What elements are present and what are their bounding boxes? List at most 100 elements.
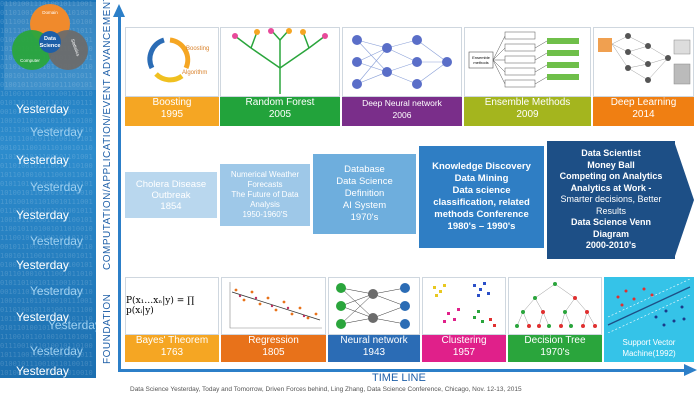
yesterday-label: Yesterday (16, 364, 69, 378)
tile-year: 2014 (632, 109, 655, 120)
binary-texture: 0110100111010010111001011010010110010110… (0, 0, 93, 377)
history-step-cholera: Cholera Disease Outbreak 1854 (125, 172, 217, 218)
ensemble-diagram-icon: Ensemble methods (468, 31, 579, 88)
tile-year: 1805 (262, 347, 285, 358)
yesterday-label: Yesterday (16, 208, 69, 222)
left-decorative-panel: 0110100111010010111001011010010110010110… (0, 0, 96, 378)
yesterday-label: Yesterday (30, 284, 83, 298)
tile-year: 1995 (160, 109, 184, 120)
tile-title: Deep Learning (610, 97, 677, 108)
yesterday-label: Yesterday (48, 318, 96, 332)
neural-network-icon (336, 283, 410, 329)
tile-title: Random Forest (245, 97, 315, 108)
bottom-tile-support-vector-machine: Support Vector Machine(1992) (604, 277, 694, 362)
tile-title: Bayes' Theorem (135, 335, 209, 346)
tile-title: Ensemble Methods (484, 97, 571, 108)
yesterday-label: Yesterday (16, 102, 69, 116)
neural-net-icon (352, 35, 452, 89)
tile-illustration (422, 277, 506, 335)
venn-center (39, 31, 61, 53)
yesterday-label: Yesterday (30, 234, 83, 248)
tile-year: 1970's (540, 347, 570, 358)
bottom-tile-neural-network: Neural network 1943 (328, 277, 420, 362)
tile-title: Support Vector (622, 338, 676, 347)
y-axis-line (118, 16, 121, 372)
tile-caption-band: Boosting 1995 (125, 97, 219, 126)
venn-label-domain: Domain (42, 10, 58, 15)
tile-caption-band: Clustering 1957 (422, 335, 506, 362)
tile-caption-band: Bayes' Theorem 1763 (125, 335, 219, 362)
yesterday-label: Yesterday (16, 258, 69, 272)
tile-illustration: Boosting Algorithm (125, 27, 219, 97)
bottom-tile-clustering: Clustering 1957 (422, 277, 506, 362)
top-tile-boosting: Boosting Algorithm Boosting 1995 (125, 27, 219, 126)
svg-text:Boosting: Boosting (186, 46, 209, 52)
history-step-weather-forecasts: Numerical Weather Forecasts The Future o… (220, 164, 310, 226)
tile-title: Regression (248, 335, 299, 346)
x-axis-arrowhead (684, 364, 697, 376)
svg-text:Ensemble: Ensemble (472, 55, 491, 60)
yesterday-label: Yesterday (30, 180, 83, 194)
tile-title: Deep Neural network (362, 98, 442, 108)
svg-text:Algorithm: Algorithm (182, 70, 207, 76)
tile-illustration (221, 277, 326, 335)
venn-center-label-2: Science (40, 43, 61, 49)
top-tile-random-forest: Random Forest 2005 (220, 27, 340, 126)
bottom-tile-regression: Regression 1805 (221, 277, 326, 362)
tile-illustration: Ensemble methods (464, 27, 591, 97)
venn-label-statistics: Statistics (70, 38, 81, 57)
history-step-knowledge-discovery: Knowledge Discovery Data Mining Data sci… (419, 146, 544, 248)
tile-year: 2005 (268, 109, 292, 120)
history-step-data-scientist: Data Scientist Money Ball Competing on A… (547, 141, 675, 259)
yesterday-label: Yesterday (30, 125, 83, 139)
tile-illustration (328, 277, 420, 335)
tile-caption-band: Deep Learning 2014 (593, 97, 694, 126)
clustering-icon (433, 282, 496, 327)
tile-caption-band: Deep Neural network 2006 (342, 97, 462, 126)
y-axis-arrowhead (113, 4, 125, 17)
bottom-tile-decision-tree: Decision Tree 1970's (508, 277, 602, 362)
svg-text:methods: methods (473, 60, 488, 65)
tile-year: 1763 (160, 347, 184, 358)
yesterday-label: Yesterday (30, 344, 83, 358)
venn-label-computer: Computer (20, 58, 40, 63)
tile-illustration (604, 277, 694, 362)
y-axis-lower-label: FOUNDATION (102, 293, 113, 364)
tile-illustration (342, 27, 462, 97)
tile-caption-band: Support Vector Machine(1992) (604, 337, 694, 362)
tile-year: Machine(1992) (622, 349, 676, 358)
footer-citation: Data Science Yesterday, Today and Tomorr… (130, 386, 522, 393)
tile-caption-band: Neural network 1943 (328, 335, 420, 362)
data-science-venn-diagram: Data Science Domain Statistics Computer (4, 2, 96, 90)
tile-caption-band: Ensemble Methods 2009 (464, 97, 591, 126)
boosting-cycle-icon: Boosting Algorithm (147, 37, 209, 83)
bayes-formula: P(x₁…xₙ|y) = ∏ p(xᵢ|y) (125, 277, 219, 335)
tile-year: 1957 (452, 347, 476, 358)
regression-scatter-icon (229, 282, 322, 329)
top-tile-ensemble-methods: Ensemble methods Ensemble Methods 2009 (464, 27, 591, 126)
tile-illustration (508, 277, 602, 335)
tree-icon (232, 28, 328, 94)
yesterday-label: Yesterday (16, 310, 69, 324)
tile-title: Clustering (441, 335, 487, 346)
tile-caption-band: Random Forest 2005 (220, 97, 340, 126)
tile-title: Neural network (340, 335, 408, 346)
tile-caption-band: Decision Tree 1970's (508, 335, 602, 362)
tile-illustration (220, 27, 340, 97)
venn-center-label-1: Data (44, 36, 57, 42)
tile-year: 1943 (362, 347, 386, 358)
bottom-tile-bayes-theorem: P(x₁…xₙ|y) = ∏ p(xᵢ|y) Bayes' Theorem 17… (125, 277, 219, 362)
tile-year: 2006 (392, 110, 412, 120)
top-tile-deep-neural-network: Deep Neural network 2006 (342, 27, 462, 126)
tile-title: Decision Tree (524, 335, 586, 346)
tile-caption-band: Regression 1805 (221, 335, 326, 362)
tile-title: Boosting (152, 97, 192, 108)
yesterday-label: Yesterday (16, 153, 69, 167)
y-axis-upper-label: COMPUTATION/APPLICATION/EVENT ADVANCEMEN… (102, 0, 113, 270)
x-axis-label: TIME LINE (372, 372, 426, 384)
deep-learning-icon (598, 33, 691, 85)
history-step-database: Database Data Science Definition AI Syst… (313, 154, 416, 234)
decision-tree-icon (515, 282, 597, 328)
tile-illustration (593, 27, 694, 97)
tile-year: 2009 (516, 109, 539, 120)
